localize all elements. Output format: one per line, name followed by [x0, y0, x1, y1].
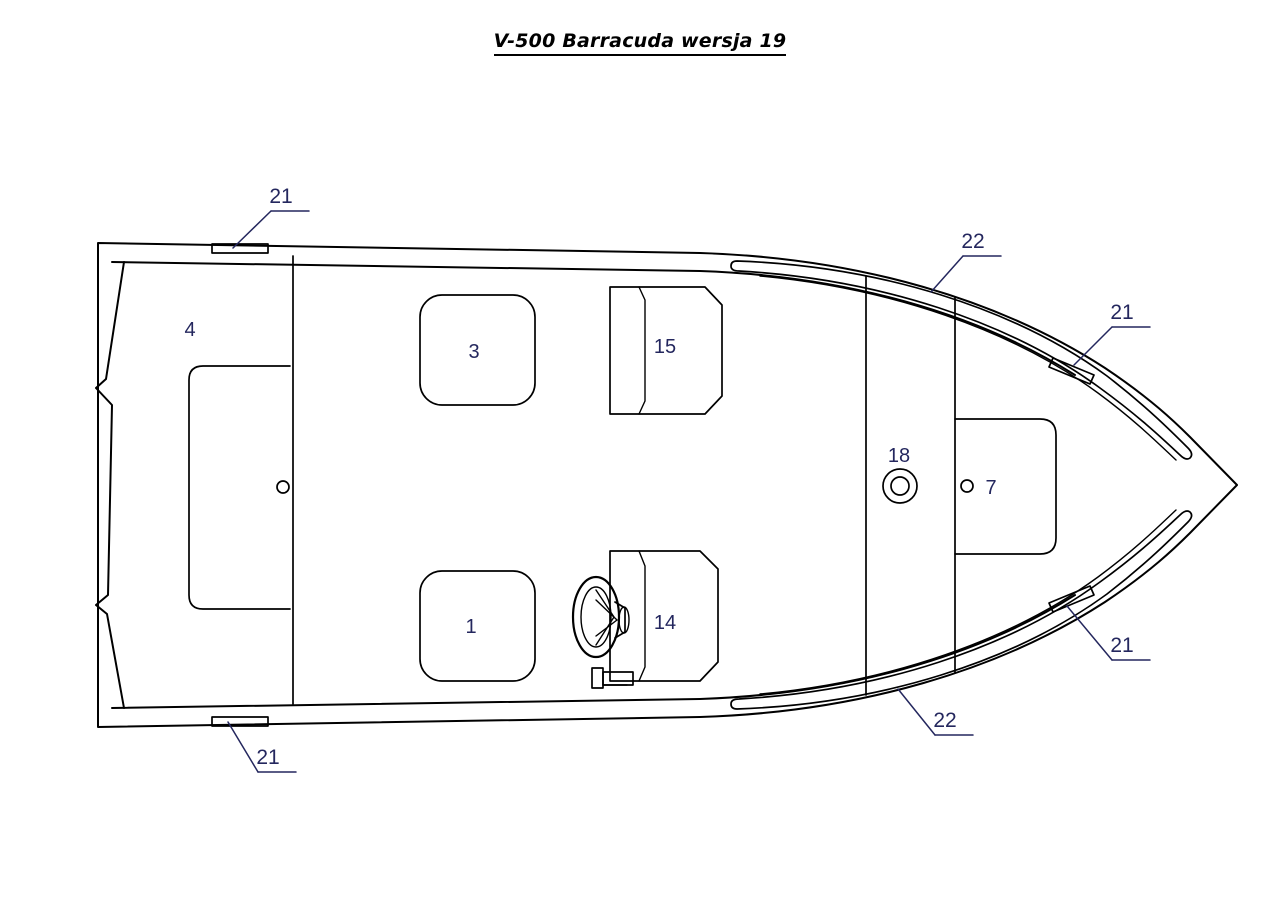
page-title: V-500 Barracuda wersja 19 — [0, 30, 1280, 56]
callout-22-bow-bottom: 22 — [897, 688, 974, 736]
port-rubrail — [730, 260, 1193, 461]
callout-21-stern-bottom: 21 — [227, 721, 297, 773]
deck-ring-18[interactable] — [882, 468, 918, 504]
stern-locker[interactable] — [188, 365, 291, 610]
page-title-text: V-500 Barracuda wersja 19 — [493, 30, 787, 56]
callout-21-stern-bottom-text: 21 — [256, 746, 279, 769]
interior-label-1: 1 — [465, 616, 476, 638]
interior-label-4: 4 — [184, 319, 195, 341]
callout-21-stern-bottom-leader-line — [227, 721, 259, 773]
steering-wheel[interactable] — [571, 575, 630, 659]
callout-21-stern-top-text: 21 — [269, 185, 292, 208]
hatch-3[interactable] — [419, 294, 536, 406]
callout-21-stern-top: 21 — [232, 185, 310, 249]
console-15[interactable] — [609, 286, 723, 415]
hatch-7[interactable] — [954, 418, 1057, 555]
callout-22-bow-top: 22 — [930, 230, 1002, 293]
callout-22-bow-top-leader-line — [930, 255, 964, 293]
stern-port-cleat[interactable] — [211, 243, 269, 254]
throttle-lever[interactable] — [591, 667, 634, 689]
bow-starboard-cleat[interactable] — [1048, 585, 1095, 613]
callout-21-stern-top-leader-line — [232, 210, 272, 249]
callout-21-bow-bottom-leader-line — [1066, 605, 1113, 661]
interior-label-15: 15 — [654, 336, 676, 358]
callout-21-bow-top-text: 21 — [1110, 301, 1133, 324]
starboard-rubrail — [730, 509, 1193, 710]
interior-label-7: 7 — [985, 477, 996, 499]
callout-22-bow-bottom-text: 22 — [933, 709, 956, 732]
callout-21-bow-bottom: 21 — [1066, 605, 1151, 661]
callout-22-bow-bottom-leader-line — [897, 688, 936, 736]
interior-label-18: 18 — [888, 445, 910, 467]
deck-bulkheads — [292, 255, 956, 705]
interior-label-3: 3 — [468, 341, 479, 363]
inner-gunwale — [111, 261, 1076, 709]
transom-panel — [95, 261, 125, 709]
stern-starboard-cleat[interactable] — [211, 716, 269, 727]
callout-22-bow-top-text: 22 — [961, 230, 984, 253]
latch-7[interactable] — [960, 479, 974, 493]
callout-21-bow-top: 21 — [1073, 301, 1151, 366]
callout-21-bow-bottom-text: 21 — [1110, 634, 1133, 657]
latch-stern-locker[interactable] — [276, 480, 290, 494]
interior-label-14: 14 — [654, 612, 676, 634]
callout-layer: 21 22 21 21 22 21 — [227, 185, 1151, 773]
callout-21-bow-top-leader-line — [1073, 326, 1113, 366]
hatch-1[interactable] — [419, 570, 536, 682]
hull-outline — [97, 242, 1238, 728]
interior-label-layer: 4 3 1 15 14 18 7 — [184, 319, 996, 638]
helm-console-14[interactable] — [609, 550, 719, 682]
bow-port-cleat[interactable] — [1048, 357, 1095, 385]
